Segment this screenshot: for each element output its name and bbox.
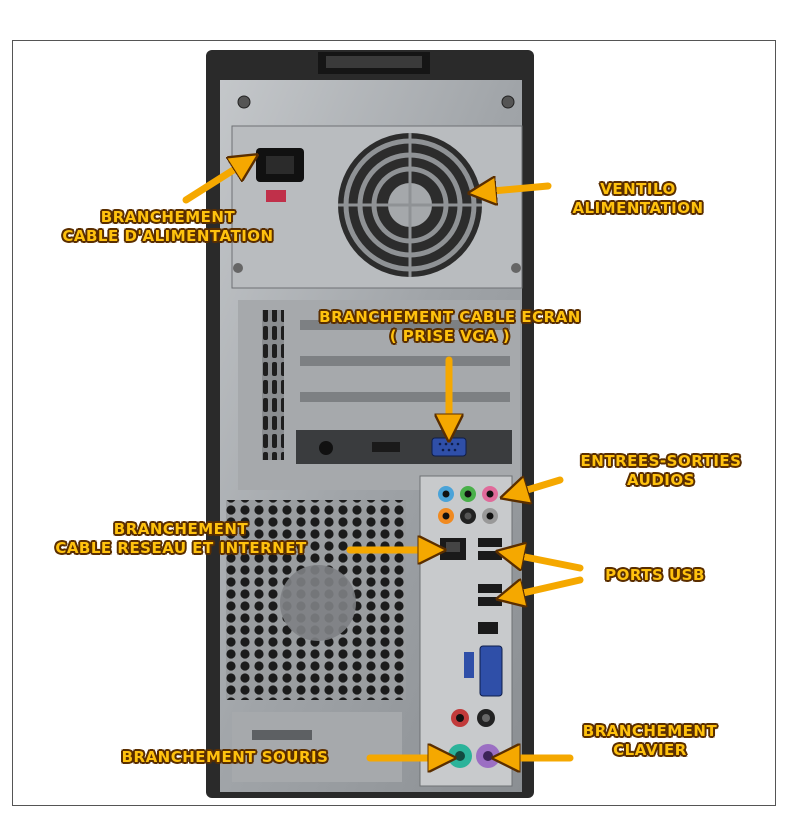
label-psu-fan: VENTILO ALIMENTATION [548, 180, 728, 218]
power-supply [231, 125, 523, 289]
arrow-psu-fan [482, 186, 552, 192]
label-power-cable: BRANCHEMENT CABLE D'ALIMENTATION [18, 208, 318, 246]
label-audio-line2: AUDIOS [627, 471, 695, 489]
arrow-usb-bottom [510, 576, 584, 596]
label-power-cable-line1: BRANCHEMENT [100, 208, 236, 226]
callout-arrows [182, 162, 584, 758]
arrow-audio [514, 480, 564, 494]
label-psu-fan-line1: VENTILO [600, 180, 676, 198]
label-power-cable-line2: CABLE D'ALIMENTATION [62, 227, 274, 245]
label-vga-line1: BRANCHEMENT CABLE ECRAN [319, 308, 581, 326]
arrow-power-cable [182, 162, 246, 204]
label-keyboard-line2: CLAVIER [613, 741, 687, 759]
label-audio-line1: ENTREES-SORTIES [580, 452, 742, 470]
label-mouse: BRANCHEMENT SOURIS [80, 748, 370, 767]
arrow-usb-top [510, 554, 584, 572]
label-vga-line2: ( PRISE VGA ) [389, 327, 511, 345]
expansion-slots [238, 300, 520, 490]
case-fan [226, 500, 406, 782]
label-vga: BRANCHEMENT CABLE ECRAN ( PRISE VGA ) [282, 308, 618, 346]
label-audio: ENTREES-SORTIES AUDIOS [550, 452, 772, 490]
label-psu-fan-line2: ALIMENTATION [572, 199, 704, 217]
io-panel [419, 475, 513, 787]
label-network-line1: BRANCHEMENT [113, 520, 249, 538]
label-keyboard: BRANCHEMENT CLAVIER [560, 722, 740, 760]
label-mouse-line1: BRANCHEMENT SOURIS [121, 748, 329, 766]
label-network-line2: CABLE RESEAU ET INTERNET [55, 539, 307, 557]
label-keyboard-line1: BRANCHEMENT [582, 722, 718, 740]
label-network: BRANCHEMENT CABLE RESEAU ET INTERNET [16, 520, 346, 558]
label-usb-line1: PORTS USB [605, 566, 705, 584]
label-usb: PORTS USB [580, 566, 730, 585]
